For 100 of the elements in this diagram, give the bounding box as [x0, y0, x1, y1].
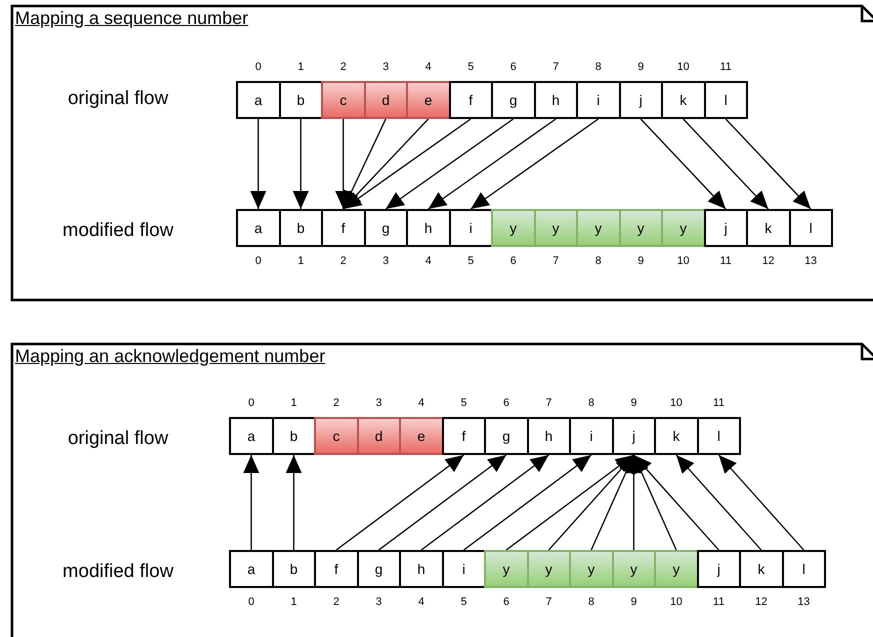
- cell-letter: d: [382, 92, 390, 108]
- flow-cell: [782, 550, 826, 588]
- arrow: [718, 454, 804, 550]
- index-number: 9: [638, 61, 644, 73]
- flow-cell: [399, 550, 444, 588]
- index-number: 0: [248, 397, 254, 409]
- flow-cell: [406, 81, 450, 119]
- cell-letter: e: [424, 92, 432, 108]
- cell-letter: h: [544, 428, 553, 444]
- flow-cell: [272, 550, 316, 588]
- flow-cell: [661, 209, 706, 247]
- arrow: [342, 118, 472, 210]
- index-number: 0: [255, 255, 262, 267]
- index-number: 1: [298, 61, 304, 73]
- index-number: 7: [546, 397, 552, 409]
- cell-letter: i: [469, 220, 472, 236]
- flow-cell: [569, 417, 614, 455]
- flow-cell: [321, 209, 366, 247]
- arrow: [385, 118, 514, 210]
- index-number: 6: [503, 397, 510, 409]
- frame-panel: [11, 5, 873, 301]
- cell-letter: d: [374, 428, 383, 444]
- flow-cell: [526, 417, 571, 455]
- arrow: [682, 118, 769, 210]
- cell-letter: y: [630, 561, 638, 577]
- index-number: 13: [804, 255, 817, 267]
- flow-cell: [278, 81, 323, 119]
- cell-letter: h: [552, 92, 560, 108]
- cell-letter: b: [296, 92, 305, 108]
- cell-letter: h: [424, 220, 432, 236]
- cell-letter: b: [290, 428, 298, 444]
- index-number: 7: [546, 596, 552, 608]
- flow-cell: [526, 550, 571, 588]
- index-number: 1: [290, 596, 297, 608]
- index-number: 10: [677, 255, 690, 267]
- index-number: 9: [638, 255, 644, 267]
- flow-cell: [612, 417, 656, 455]
- flow-cell: [229, 550, 274, 588]
- row-label: modified flow: [62, 220, 174, 242]
- flow-cell: [406, 209, 450, 247]
- arrow: [725, 118, 812, 210]
- flow-cell: [448, 209, 493, 247]
- cell-letter: k: [758, 561, 765, 577]
- index-number: 5: [460, 397, 467, 409]
- arrow: [676, 454, 762, 550]
- flow-cell: [272, 417, 316, 455]
- arrow: [335, 119, 352, 209]
- index-number: 11: [713, 397, 724, 409]
- index-number: 1: [290, 397, 297, 409]
- index-number: 8: [595, 255, 602, 267]
- cell-letter: f: [341, 220, 346, 236]
- index-number: 6: [503, 596, 510, 608]
- arrow: [590, 454, 634, 550]
- index-number: 2: [333, 596, 340, 608]
- flow-cell: [704, 209, 748, 247]
- arrow: [250, 119, 266, 209]
- flow-cell: [654, 417, 698, 455]
- flow-cell: [356, 550, 401, 588]
- arrow: [633, 454, 677, 550]
- flow-cell: [236, 209, 280, 247]
- cell-letter: j: [639, 92, 642, 108]
- index-number: 0: [248, 596, 254, 608]
- index-number: 2: [340, 255, 346, 267]
- index-number: 10: [670, 596, 682, 608]
- arrow: [463, 454, 592, 551]
- cell-letter: a: [247, 561, 256, 577]
- cell-letter: a: [247, 428, 256, 444]
- frame-title: Mapping a sequence number: [15, 8, 248, 29]
- flow-cell: [661, 81, 706, 119]
- index-number: 6: [510, 61, 516, 73]
- index-number: 8: [595, 61, 602, 73]
- flow-cell: [569, 550, 614, 588]
- index-number: 7: [552, 61, 559, 73]
- flow-cell: [618, 209, 663, 247]
- cell-letter: l: [717, 428, 720, 444]
- flow-cell: [229, 417, 274, 455]
- cell-letter: j: [717, 561, 720, 577]
- flow-cell: [236, 81, 280, 119]
- cell-letter: i: [462, 561, 466, 577]
- cell-letter: b: [290, 561, 298, 577]
- cell-letter: y: [502, 561, 510, 577]
- index-number: 4: [425, 255, 432, 267]
- flow-cell: [356, 417, 401, 455]
- cell-letter: j: [632, 428, 636, 444]
- flow-cell: [442, 550, 486, 588]
- cell-letter: k: [672, 428, 680, 444]
- index-number: 4: [425, 61, 432, 73]
- flow-cell: [491, 81, 536, 119]
- cell-letter: b: [296, 220, 305, 236]
- index-number: 9: [630, 596, 637, 608]
- flow-cell: [321, 81, 366, 119]
- flow-cell: [696, 550, 741, 588]
- cell-letter: e: [417, 428, 426, 444]
- index-number: 5: [468, 255, 474, 267]
- index-number: 4: [418, 397, 424, 409]
- arrow: [626, 455, 642, 550]
- index-number: 8: [588, 596, 594, 608]
- cell-letter: j: [724, 220, 728, 236]
- cell-letter: c: [340, 92, 347, 108]
- frame-panel: [11, 343, 873, 637]
